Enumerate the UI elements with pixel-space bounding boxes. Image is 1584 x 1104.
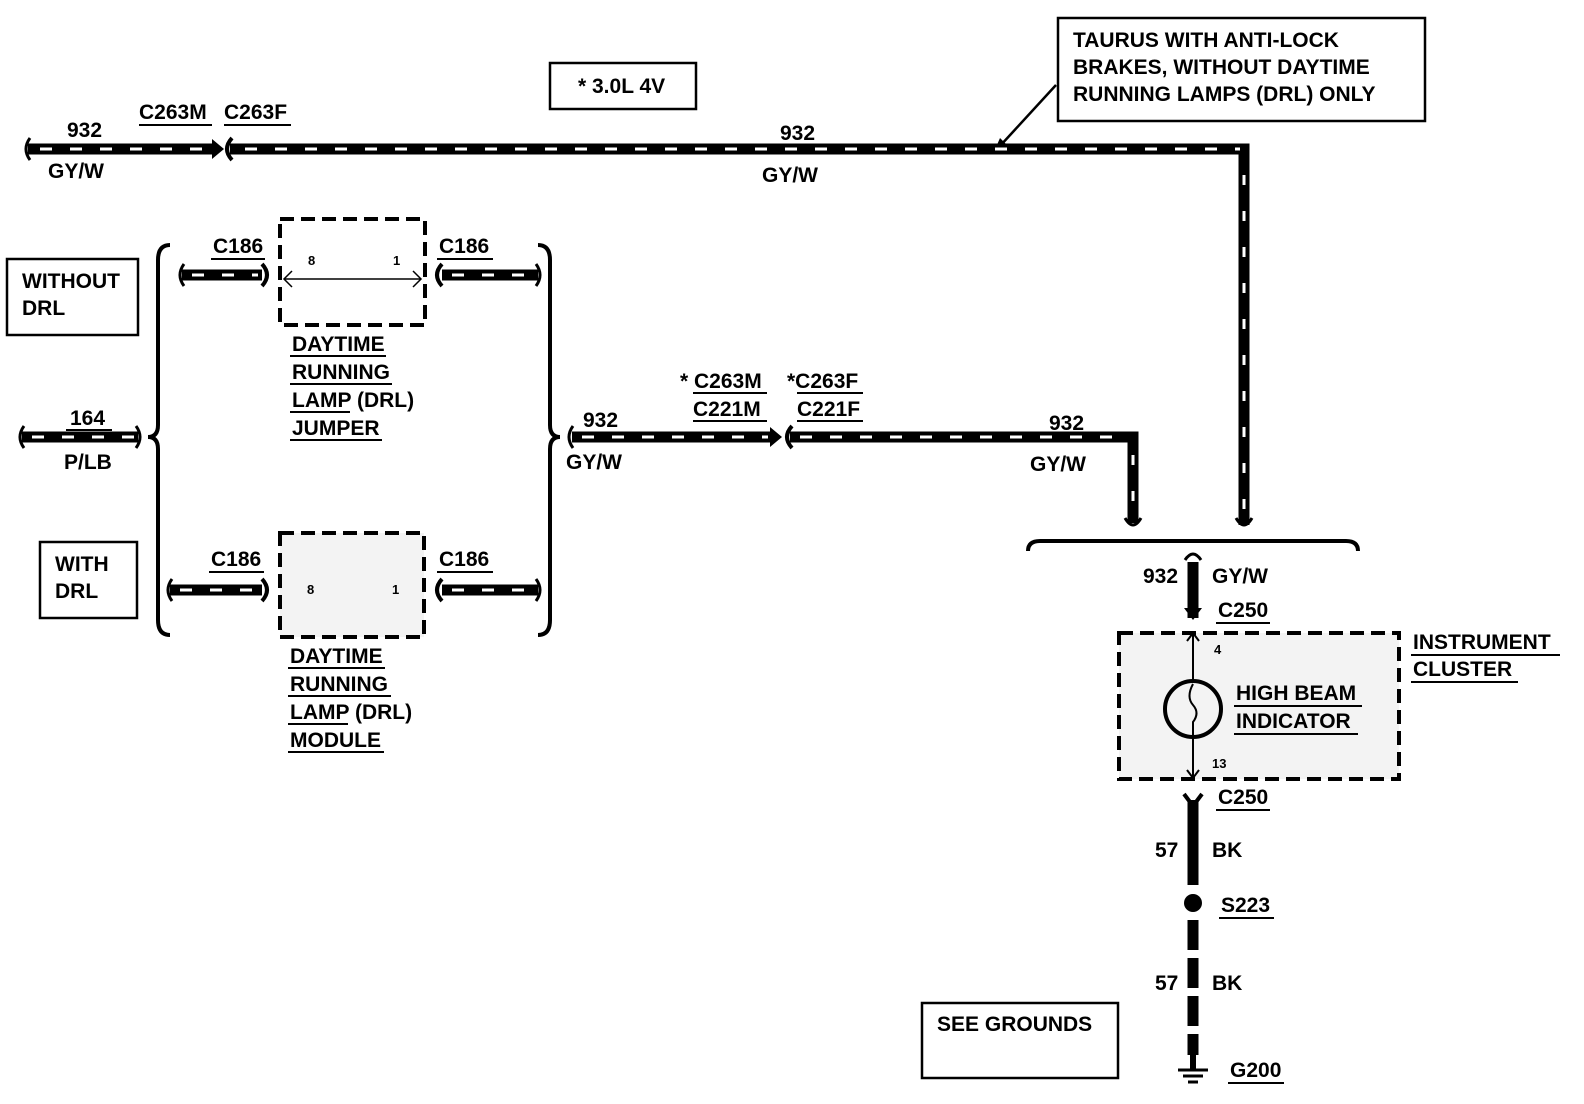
without-drl-note: WITHOUT DRL xyxy=(5,257,140,337)
engine-note: * 3.0L 4V xyxy=(548,61,698,111)
right-brace xyxy=(537,243,561,637)
drl-module xyxy=(166,531,542,639)
without-drl-line-1: WITHOUT xyxy=(22,270,120,293)
ground-circuit-1: 57 xyxy=(1155,839,1178,862)
svg-text:HIGH BEAM: HIGH BEAM xyxy=(1236,682,1356,705)
module-pin-right: 1 xyxy=(392,582,399,597)
see-grounds-text: SEE GROUNDS xyxy=(937,1013,1092,1036)
c263f-socket-icon xyxy=(225,136,234,162)
svg-text:JUMPER: JUMPER xyxy=(292,417,380,440)
middle-wire-conn-f-1: *C263F xyxy=(787,370,858,393)
high-beam-indicator-label: HIGH BEAM INDICATOR xyxy=(1234,682,1362,735)
top-wire-color-left: GY/W xyxy=(48,160,104,183)
jumper-conn-left: C186 xyxy=(213,235,263,258)
with-drl-line-1: WITH xyxy=(55,553,109,576)
without-drl-line-2: DRL xyxy=(22,297,65,320)
instrument-cluster-label: INSTRUMENT CLUSTER xyxy=(1411,631,1560,683)
ground-point-label: G200 xyxy=(1230,1059,1281,1082)
taurus-note: TAURUS WITH ANTI-LOCK BRAKES, WITHOUT DA… xyxy=(1056,16,1427,123)
module-pin-left: 8 xyxy=(307,582,314,597)
see-grounds-note: SEE GROUNDS xyxy=(920,1001,1120,1080)
left-brace xyxy=(147,243,171,637)
middle-wire-circuit-left: 932 xyxy=(583,409,618,432)
top-wire-conn-f: C263F xyxy=(224,101,287,124)
module-name: DAYTIME RUNNING LAMP (DRL) MODULE xyxy=(288,645,412,753)
taurus-note-line-2: BRAKES, WITHOUT DAYTIME xyxy=(1073,56,1370,79)
middle-wire-conn-m-2: C221M xyxy=(693,398,761,421)
splice-label: S223 xyxy=(1221,894,1270,917)
top-wire xyxy=(24,136,1254,527)
top-wire-color-right: GY/W xyxy=(762,164,818,187)
cluster-pin-top: 4 xyxy=(1214,642,1222,657)
top-wire-circuit-right: 932 xyxy=(780,122,815,145)
svg-text:LAMP (DRL): LAMP (DRL) xyxy=(292,389,414,412)
module-conn-left: C186 xyxy=(211,548,261,571)
top-wire-conn-m: C263M xyxy=(139,101,207,124)
ground-color-2: BK xyxy=(1212,972,1242,995)
c263m-pin-icon xyxy=(212,139,224,159)
svg-text:MODULE: MODULE xyxy=(290,729,381,752)
ground-circuit-2: 57 xyxy=(1155,972,1178,995)
ground-color-1: BK xyxy=(1212,839,1242,862)
cluster-feed-wire xyxy=(1183,552,1203,620)
jumper-conn-right: C186 xyxy=(439,235,489,258)
merge-brace xyxy=(1026,539,1360,552)
engine-note-text: * 3.0L 4V xyxy=(578,75,665,98)
input-wire-color: P/LB xyxy=(64,451,112,474)
middle-wire-circuit-right: 932 xyxy=(1049,412,1084,435)
svg-text:CLUSTER: CLUSTER xyxy=(1413,658,1512,681)
cluster-feed-circuit: 932 xyxy=(1143,565,1178,588)
ground-symbol-icon xyxy=(1178,1055,1208,1084)
middle-wire-conn-m-1: * C263M xyxy=(680,370,762,393)
jumper-name: DAYTIME RUNNING LAMP (DRL) JUMPER xyxy=(290,333,414,441)
middle-wire-color-left: GY/W xyxy=(566,451,622,474)
c263f-c221f-socket-icon xyxy=(785,424,794,450)
cluster-feed-color: GY/W xyxy=(1212,565,1268,588)
module-conn-right: C186 xyxy=(439,548,489,571)
svg-text:RUNNING: RUNNING xyxy=(290,673,388,696)
middle-wire xyxy=(567,424,1143,527)
svg-text:DAYTIME: DAYTIME xyxy=(292,333,385,356)
input-wire-circuit: 164 xyxy=(70,407,105,430)
input-wire-164 xyxy=(18,425,142,449)
svg-text:DAYTIME: DAYTIME xyxy=(290,645,383,668)
cluster-conn-bottom: C250 xyxy=(1218,786,1268,809)
middle-wire-conn-f-2: C221F xyxy=(797,398,860,421)
c263m-c221m-pin-icon xyxy=(770,427,782,447)
jumper-pin-right: 1 xyxy=(393,253,400,268)
taurus-note-line-1: TAURUS WITH ANTI-LOCK xyxy=(1073,29,1339,52)
svg-text:RUNNING: RUNNING xyxy=(292,361,390,384)
top-wire-circuit-left: 932 xyxy=(67,119,102,142)
drl-jumper xyxy=(178,217,542,327)
jumper-pin-left: 8 xyxy=(308,253,315,268)
svg-text:INDICATOR: INDICATOR xyxy=(1236,710,1351,733)
cluster-pin-bottom: 13 xyxy=(1212,756,1226,771)
with-drl-line-2: DRL xyxy=(55,580,98,603)
svg-text:INSTRUMENT: INSTRUMENT xyxy=(1413,631,1551,654)
with-drl-note: WITH DRL xyxy=(38,540,139,620)
middle-wire-color-right: GY/W xyxy=(1030,453,1086,476)
cluster-conn-top: C250 xyxy=(1218,599,1268,622)
ground-wire xyxy=(1178,792,1208,1084)
splice-s223-icon xyxy=(1184,894,1202,912)
taurus-note-line-3: RUNNING LAMPS (DRL) ONLY xyxy=(1073,83,1376,106)
svg-text:LAMP (DRL): LAMP (DRL) xyxy=(290,701,412,724)
